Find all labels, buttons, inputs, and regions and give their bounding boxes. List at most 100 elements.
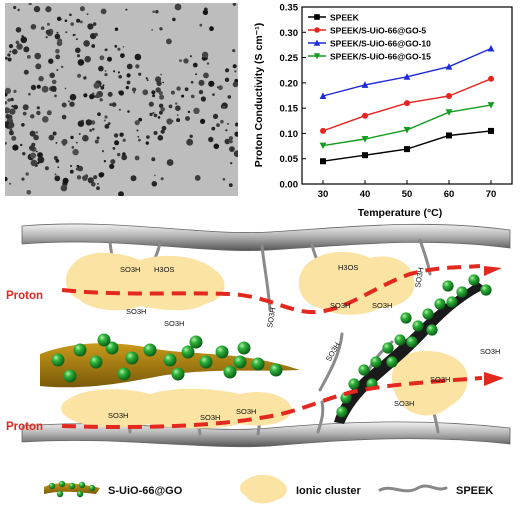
tem-particle [21,35,24,38]
tem-particle [152,94,156,98]
tem-particle [138,117,143,122]
tem-particle [190,94,195,99]
tem-particle [160,107,165,112]
tem-particle [70,22,74,26]
tem-particle [100,8,107,15]
ionic-cluster [391,350,468,416]
tem-particle [8,44,14,49]
tem-particle [62,177,69,184]
tem-particle [77,73,82,78]
tem-particle [174,3,182,11]
tem-particle [136,129,139,132]
tem-particle [76,18,81,23]
data-point [314,14,320,20]
tem-particle [181,94,185,98]
data-point [319,92,327,100]
uio66-sphere [358,364,370,376]
tem-particle [117,152,121,157]
tem-particle [212,113,219,119]
tem-particle [17,8,20,12]
legend-label: SPEEK/S-UiO-66@GO-15 [330,52,431,62]
uio66-sphere [370,356,382,368]
tem-particle [46,110,52,116]
tem-particle [160,73,163,76]
proton-arrowhead-top [484,266,502,276]
tem-particle [160,177,164,181]
tem-particle [85,119,93,126]
tem-particle [77,59,85,66]
tem-particle [155,87,161,93]
tem-particle [61,102,67,108]
series-layer [319,44,495,165]
tem-particle [9,182,12,185]
tem-particle [12,48,18,55]
tem-particle [134,120,140,126]
tem-particle [20,36,28,44]
tem-particle [57,166,60,168]
tem-particle [40,26,45,31]
tem-particle [202,9,209,16]
tem-particle [60,184,68,192]
go-legend-label: S-UiO-66@GO [108,485,183,497]
tem-particle [4,101,8,104]
tem-particle [212,93,215,96]
tem-particle [13,89,17,93]
tem-image [3,2,241,198]
uio66-sphere [412,320,424,332]
go-legend-icon [44,480,100,498]
tem-particle [91,92,95,96]
tem-particle [65,31,68,34]
tem-particle [220,119,224,124]
tem-particle [78,133,81,135]
tem-particle [26,55,31,59]
uio66-sphere [348,378,360,390]
tem-particle [122,138,126,142]
tem-particle [76,175,82,180]
tem-particle [44,166,49,171]
scheme-legend: S-UiO-66@GO Ionic cluster SPEEK [44,474,493,504]
tem-particle [166,38,172,45]
tem-particle [227,122,229,125]
tem-particle [159,94,165,100]
data-point [361,135,369,143]
tem-particle [93,175,98,180]
tem-particle [76,54,81,58]
so3h-label: H3OS [338,263,358,272]
tem-particle [103,160,107,163]
tem-particle [54,173,57,176]
uio66-sphere [468,274,480,286]
tem-particle [146,135,150,139]
tem-particle [9,108,16,115]
tem-particle [232,81,239,88]
tem-particle [49,72,55,79]
tem-particle [7,98,11,102]
tem-particle [55,48,60,54]
tem-particle [209,26,214,32]
tem-particle [216,86,220,89]
so3h-label: SO3H [164,319,184,328]
tem-particle [229,139,233,144]
tem-particle [145,141,149,145]
tem-particle [203,72,209,79]
tem-particle [225,129,228,132]
tem-particle [222,178,226,181]
data-point [404,146,410,153]
tem-particle [110,159,116,165]
data-point [487,102,495,109]
tem-particle [64,87,67,90]
tem-particle [84,55,91,63]
tem-particle [104,115,108,119]
uio66-sphere [105,341,119,355]
tem-particle [22,111,27,116]
data-point [404,100,410,107]
tem-particle [92,22,97,26]
tem-particle [56,31,59,34]
tem-particle [33,5,41,13]
tem-particle [134,155,140,161]
x-tick-label: 60 [444,189,455,200]
tem-particle [55,159,60,163]
so3h-label: H3OS [154,265,174,274]
tem-particle [224,138,231,145]
tem-particle [21,177,25,181]
tem-particle [54,94,57,98]
